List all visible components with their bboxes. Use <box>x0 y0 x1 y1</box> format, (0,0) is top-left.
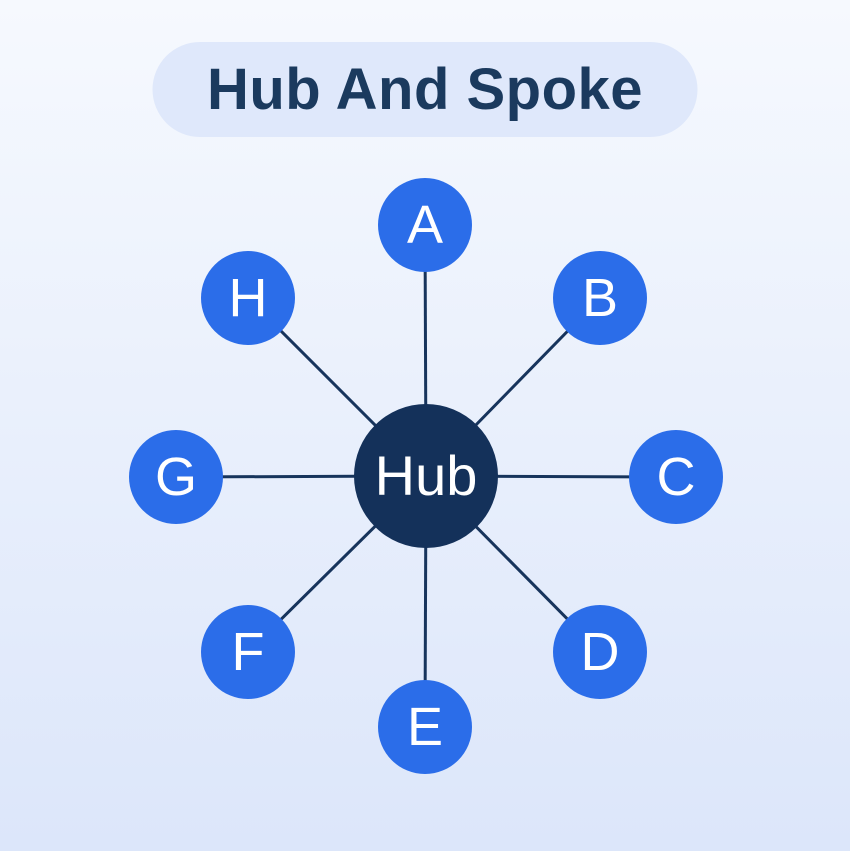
node-d: D <box>553 605 647 699</box>
node-e-label: E <box>406 697 444 757</box>
hub-node: Hub <box>354 404 498 548</box>
node-h: H <box>201 251 295 345</box>
hub-label: Hub <box>374 444 478 507</box>
node-f: F <box>201 605 295 699</box>
node-e: E <box>378 680 472 774</box>
node-g: G <box>129 430 223 524</box>
node-h-label: H <box>228 268 268 328</box>
node-a-label: A <box>406 195 444 255</box>
node-c-label: C <box>656 447 696 507</box>
node-g-label: G <box>154 447 197 507</box>
node-b-label: B <box>581 268 619 328</box>
diagram-title: Hub And Spoke <box>206 57 644 122</box>
title-pill: Hub And Spoke <box>152 42 698 137</box>
node-a: A <box>378 178 472 272</box>
node-f-label: F <box>231 622 265 682</box>
node-b: B <box>553 251 647 345</box>
node-d-label: D <box>580 622 620 682</box>
node-c: C <box>629 430 723 524</box>
